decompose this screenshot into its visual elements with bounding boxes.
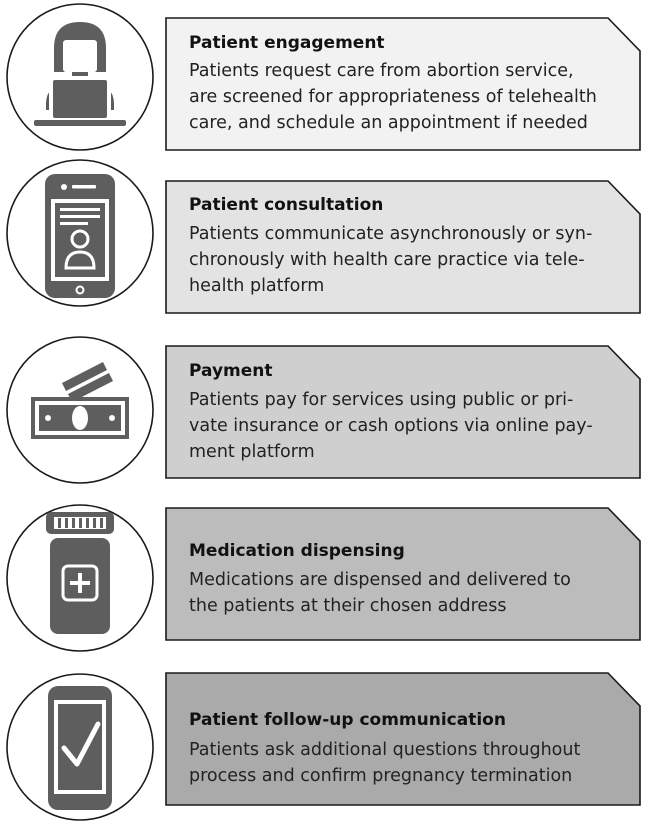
step-1-title: Patient engagement [189, 33, 385, 53]
step-2-desc-line-3: health platform [189, 276, 324, 296]
phone-profile-icon [45, 174, 115, 298]
step-5-box [165, 672, 641, 806]
step-4-box [165, 507, 641, 641]
step-3-box [165, 345, 641, 479]
step-4-desc-line-2: the patients at their chosen address [189, 596, 506, 616]
step-3-title: Payment [189, 361, 273, 381]
pill-bottle-icon [46, 512, 114, 634]
step-2-desc-line-2: chronously with health care practice via… [189, 250, 585, 270]
step-patient-engagement: Patient engagement Patients request care… [6, 3, 641, 151]
step-patient-consultation: Patient consultation Patients communicat… [6, 159, 641, 314]
step-3-desc-line-1: Patients pay for services using public o… [189, 390, 573, 410]
phone-checkmark-icon [48, 686, 112, 810]
person-at-laptop-icon [34, 22, 126, 126]
step-4-desc-line-1: Medications are dispensed and delivered … [189, 570, 571, 590]
step-3-desc-line-3: ment platform [189, 442, 315, 462]
step-2-title: Patient consultation [189, 195, 383, 215]
step-4-title: Medication dispensing [189, 541, 405, 561]
step-5-desc-line-1: Patients ask additional questions throug… [189, 740, 580, 760]
step-5-title: Patient follow-up communication [189, 710, 506, 730]
step-patient-follow-up-communication: Patient follow-up communication Patients… [6, 672, 641, 821]
step-1-desc-line-2: are screened for appropriateness of tele… [189, 87, 597, 107]
step-2-box [165, 180, 641, 314]
step-medication-dispensing: Medication dispensing Medications are di… [6, 504, 641, 652]
step-1-desc-line-1: Patients request care from abortion serv… [189, 61, 574, 81]
step-2-desc-line-1: Patients communicate asynchronously or s… [189, 224, 592, 244]
step-payment: Payment Patients pay for services using … [6, 336, 641, 484]
banknotes-icon [31, 362, 129, 439]
step-1-desc-line-3: care, and schedule an appointment if nee… [189, 113, 588, 133]
step-1-box [165, 17, 641, 151]
step-3-desc-line-2: vate insurance or cash options via onlin… [189, 416, 593, 436]
step-5-desc-line-2: process and confirm pregnancy terminatio… [189, 766, 572, 786]
